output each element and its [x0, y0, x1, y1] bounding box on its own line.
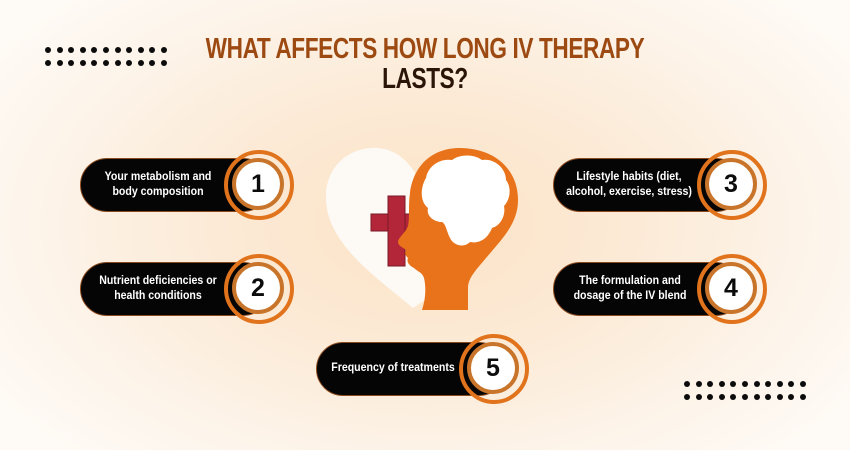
dot	[56, 60, 63, 66]
dot	[695, 381, 702, 387]
dot	[684, 381, 690, 387]
dot	[741, 381, 748, 387]
number-badge: 5	[467, 342, 519, 394]
number-badge: 1	[232, 158, 284, 210]
factor-label-line-1: Nutrient deficiencies or	[99, 275, 217, 287]
heart-head-brain-icon	[325, 147, 518, 310]
dot	[149, 47, 156, 53]
dot	[695, 394, 702, 400]
dot	[45, 60, 51, 66]
number-badge: 4	[705, 262, 757, 314]
decorative-dot-grid-top-left	[45, 47, 167, 66]
page-title: WHAT AFFECTS HOW LONG IV THERAPY	[205, 33, 645, 65]
dot	[102, 47, 109, 53]
number-badge: 2	[232, 262, 284, 314]
factor-label: Nutrient deficiencies or health conditio…	[90, 274, 226, 304]
dot	[684, 394, 690, 400]
decorative-dot-grid-bottom-right	[684, 381, 806, 400]
dot	[114, 47, 121, 53]
factor-label-line-2: health conditions	[114, 290, 202, 302]
dot	[718, 394, 725, 400]
factor-label-line-1: Frequency of treatments	[331, 362, 455, 374]
number-badge-ring	[697, 254, 767, 324]
dot	[730, 381, 737, 387]
dot	[91, 47, 98, 53]
number-badge-ring	[697, 150, 767, 220]
dot	[799, 394, 806, 400]
dot	[160, 47, 167, 53]
factor-label: Your metabolism and body composition	[94, 170, 223, 200]
factor-label-line-1: Your metabolism and	[104, 171, 212, 183]
dot	[102, 60, 109, 66]
dot	[160, 60, 167, 66]
dot	[707, 381, 714, 387]
dot	[788, 381, 795, 387]
dot	[765, 381, 772, 387]
dot	[799, 381, 806, 387]
factor-label-line-1: The formulation and	[579, 275, 681, 287]
dot	[56, 47, 63, 53]
factor-label-line-2: body composition	[112, 186, 204, 198]
dot	[753, 394, 760, 400]
dot	[707, 394, 714, 400]
dot	[741, 394, 748, 400]
factor-label-line-1: Lifestyle habits (diet,	[576, 171, 682, 183]
dot	[149, 60, 156, 66]
dot	[45, 47, 51, 53]
page-title-line-2: LASTS?	[382, 63, 468, 95]
dot	[79, 47, 86, 53]
factor-label-line-2: dosage of the IV blend	[573, 290, 687, 302]
dot	[68, 47, 75, 53]
dot	[126, 47, 133, 53]
dot	[79, 60, 86, 66]
dot	[68, 60, 75, 66]
dot	[126, 60, 133, 66]
dot	[765, 394, 772, 400]
dot	[730, 394, 737, 400]
number-badge: 3	[705, 158, 757, 210]
dot	[137, 60, 144, 66]
factor-label: Frequency of treatments	[324, 361, 462, 376]
number-badge-ring	[224, 150, 294, 220]
factor-label: Lifestyle habits (diet, alcohol, exercis…	[559, 170, 699, 200]
number-badge-ring	[224, 254, 294, 324]
dot	[114, 60, 121, 66]
dot	[137, 47, 144, 53]
dot	[776, 394, 783, 400]
factor-label-line-2: alcohol, exercise, stress)	[566, 186, 692, 198]
dot	[788, 394, 795, 400]
dot	[718, 381, 725, 387]
dot	[753, 381, 760, 387]
brain-icon	[421, 155, 510, 246]
factor-label: The formulation and dosage of the IV ble…	[562, 274, 698, 304]
dot	[776, 381, 783, 387]
number-badge-ring	[459, 334, 529, 404]
dot	[91, 60, 98, 66]
